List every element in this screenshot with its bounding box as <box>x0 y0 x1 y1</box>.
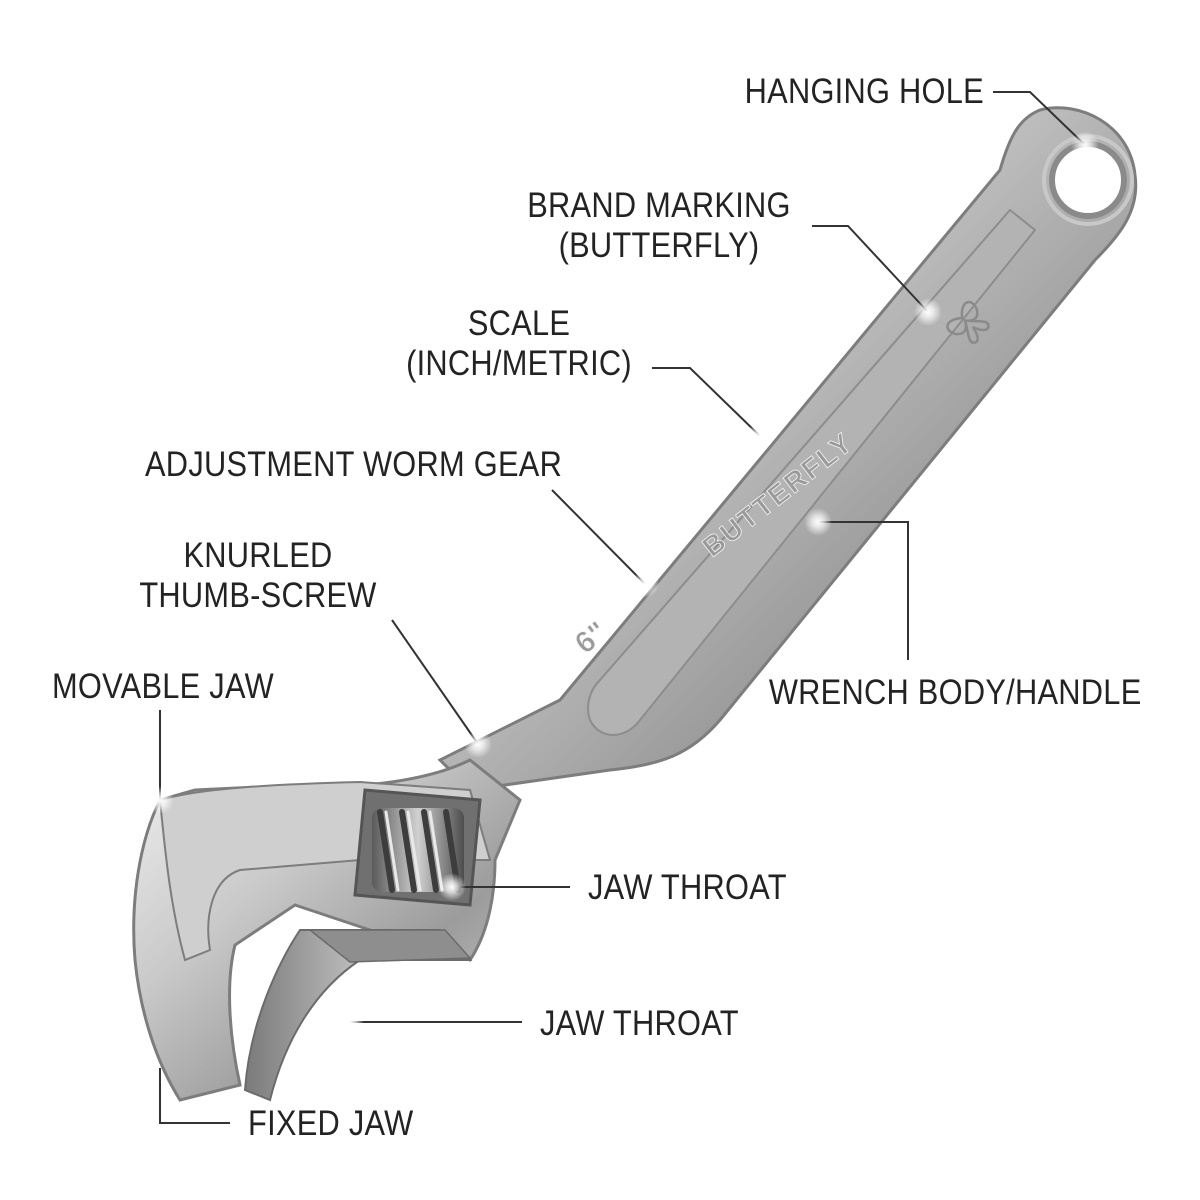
label-jaw-throat-upper: JAW THROAT <box>588 868 787 907</box>
label-wrench-body-handle: WRENCH BODY/HANDLE <box>769 673 1142 712</box>
label-brand-marking: BRAND MARKING (BUTTERFLY) <box>527 186 791 265</box>
label-fixed-jaw: FIXED JAW <box>248 1104 414 1143</box>
butterfly-logo <box>946 300 990 344</box>
leader-lines <box>159 91 1086 1124</box>
leader-brand-marking <box>812 225 929 313</box>
label-movable-jaw: MOVABLE JAW <box>52 667 274 706</box>
handle-groove <box>587 208 1037 736</box>
leader-body <box>818 521 909 660</box>
leader-fixed-jaw <box>159 1068 230 1124</box>
leader-knurled <box>391 619 479 745</box>
label-scale: SCALE (INCH/METRIC) <box>406 304 632 383</box>
leader-worm-gear <box>551 489 646 585</box>
label-jaw-throat-lower: JAW THROAT <box>540 1004 739 1043</box>
label-adjustment-worm-gear: ADJUSTMENT WORM GEAR <box>145 445 563 484</box>
label-hanging-hole: HANGING HOLE <box>744 72 984 111</box>
anchor-sparkles <box>146 131 1099 1036</box>
fixed-jaw <box>243 929 473 1102</box>
jaw-throat-area <box>307 929 472 963</box>
label-knurled-thumb-screw: KNURLED THUMB-SCREW <box>139 536 377 615</box>
leader-scale <box>652 367 761 437</box>
worm-gear <box>372 808 464 893</box>
leader-hanging-hole <box>993 91 1086 146</box>
